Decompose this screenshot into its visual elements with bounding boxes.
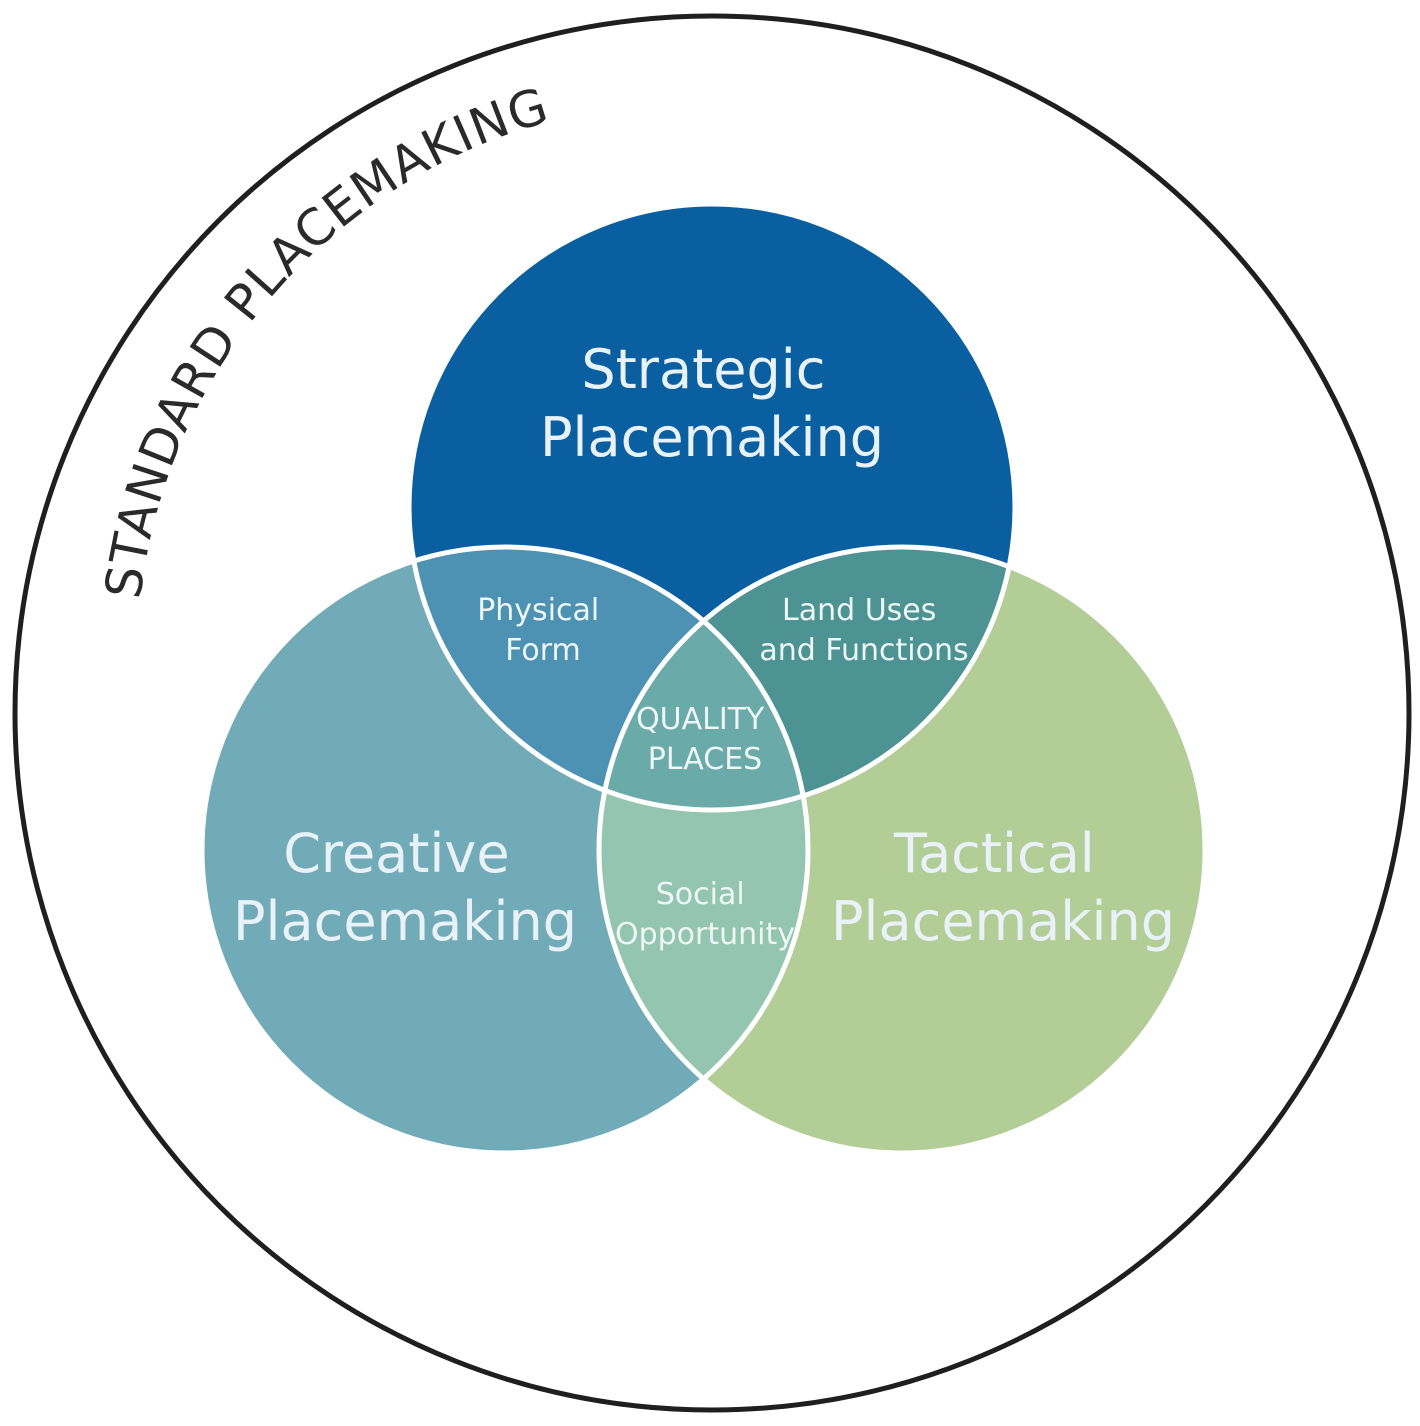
label-creative: Creative Placemaking <box>233 822 577 953</box>
label-land-uses: Land Uses and Functions <box>759 593 968 668</box>
outline-tactical <box>596 544 1208 1156</box>
label-strategic: Strategic Placemaking <box>540 338 884 469</box>
label-tactical: Tactical Placemaking <box>831 822 1175 953</box>
label-physical-form: Physical Form <box>477 593 609 668</box>
outline-strategic <box>406 201 1018 813</box>
label-social-opportunity: Social Opportunity <box>615 877 795 952</box>
overlap-quality-places <box>599 547 808 810</box>
outline-creative <box>199 544 811 1156</box>
label-quality-places: QUALITY PLACES <box>636 702 774 777</box>
outer-ring <box>12 13 1412 1413</box>
